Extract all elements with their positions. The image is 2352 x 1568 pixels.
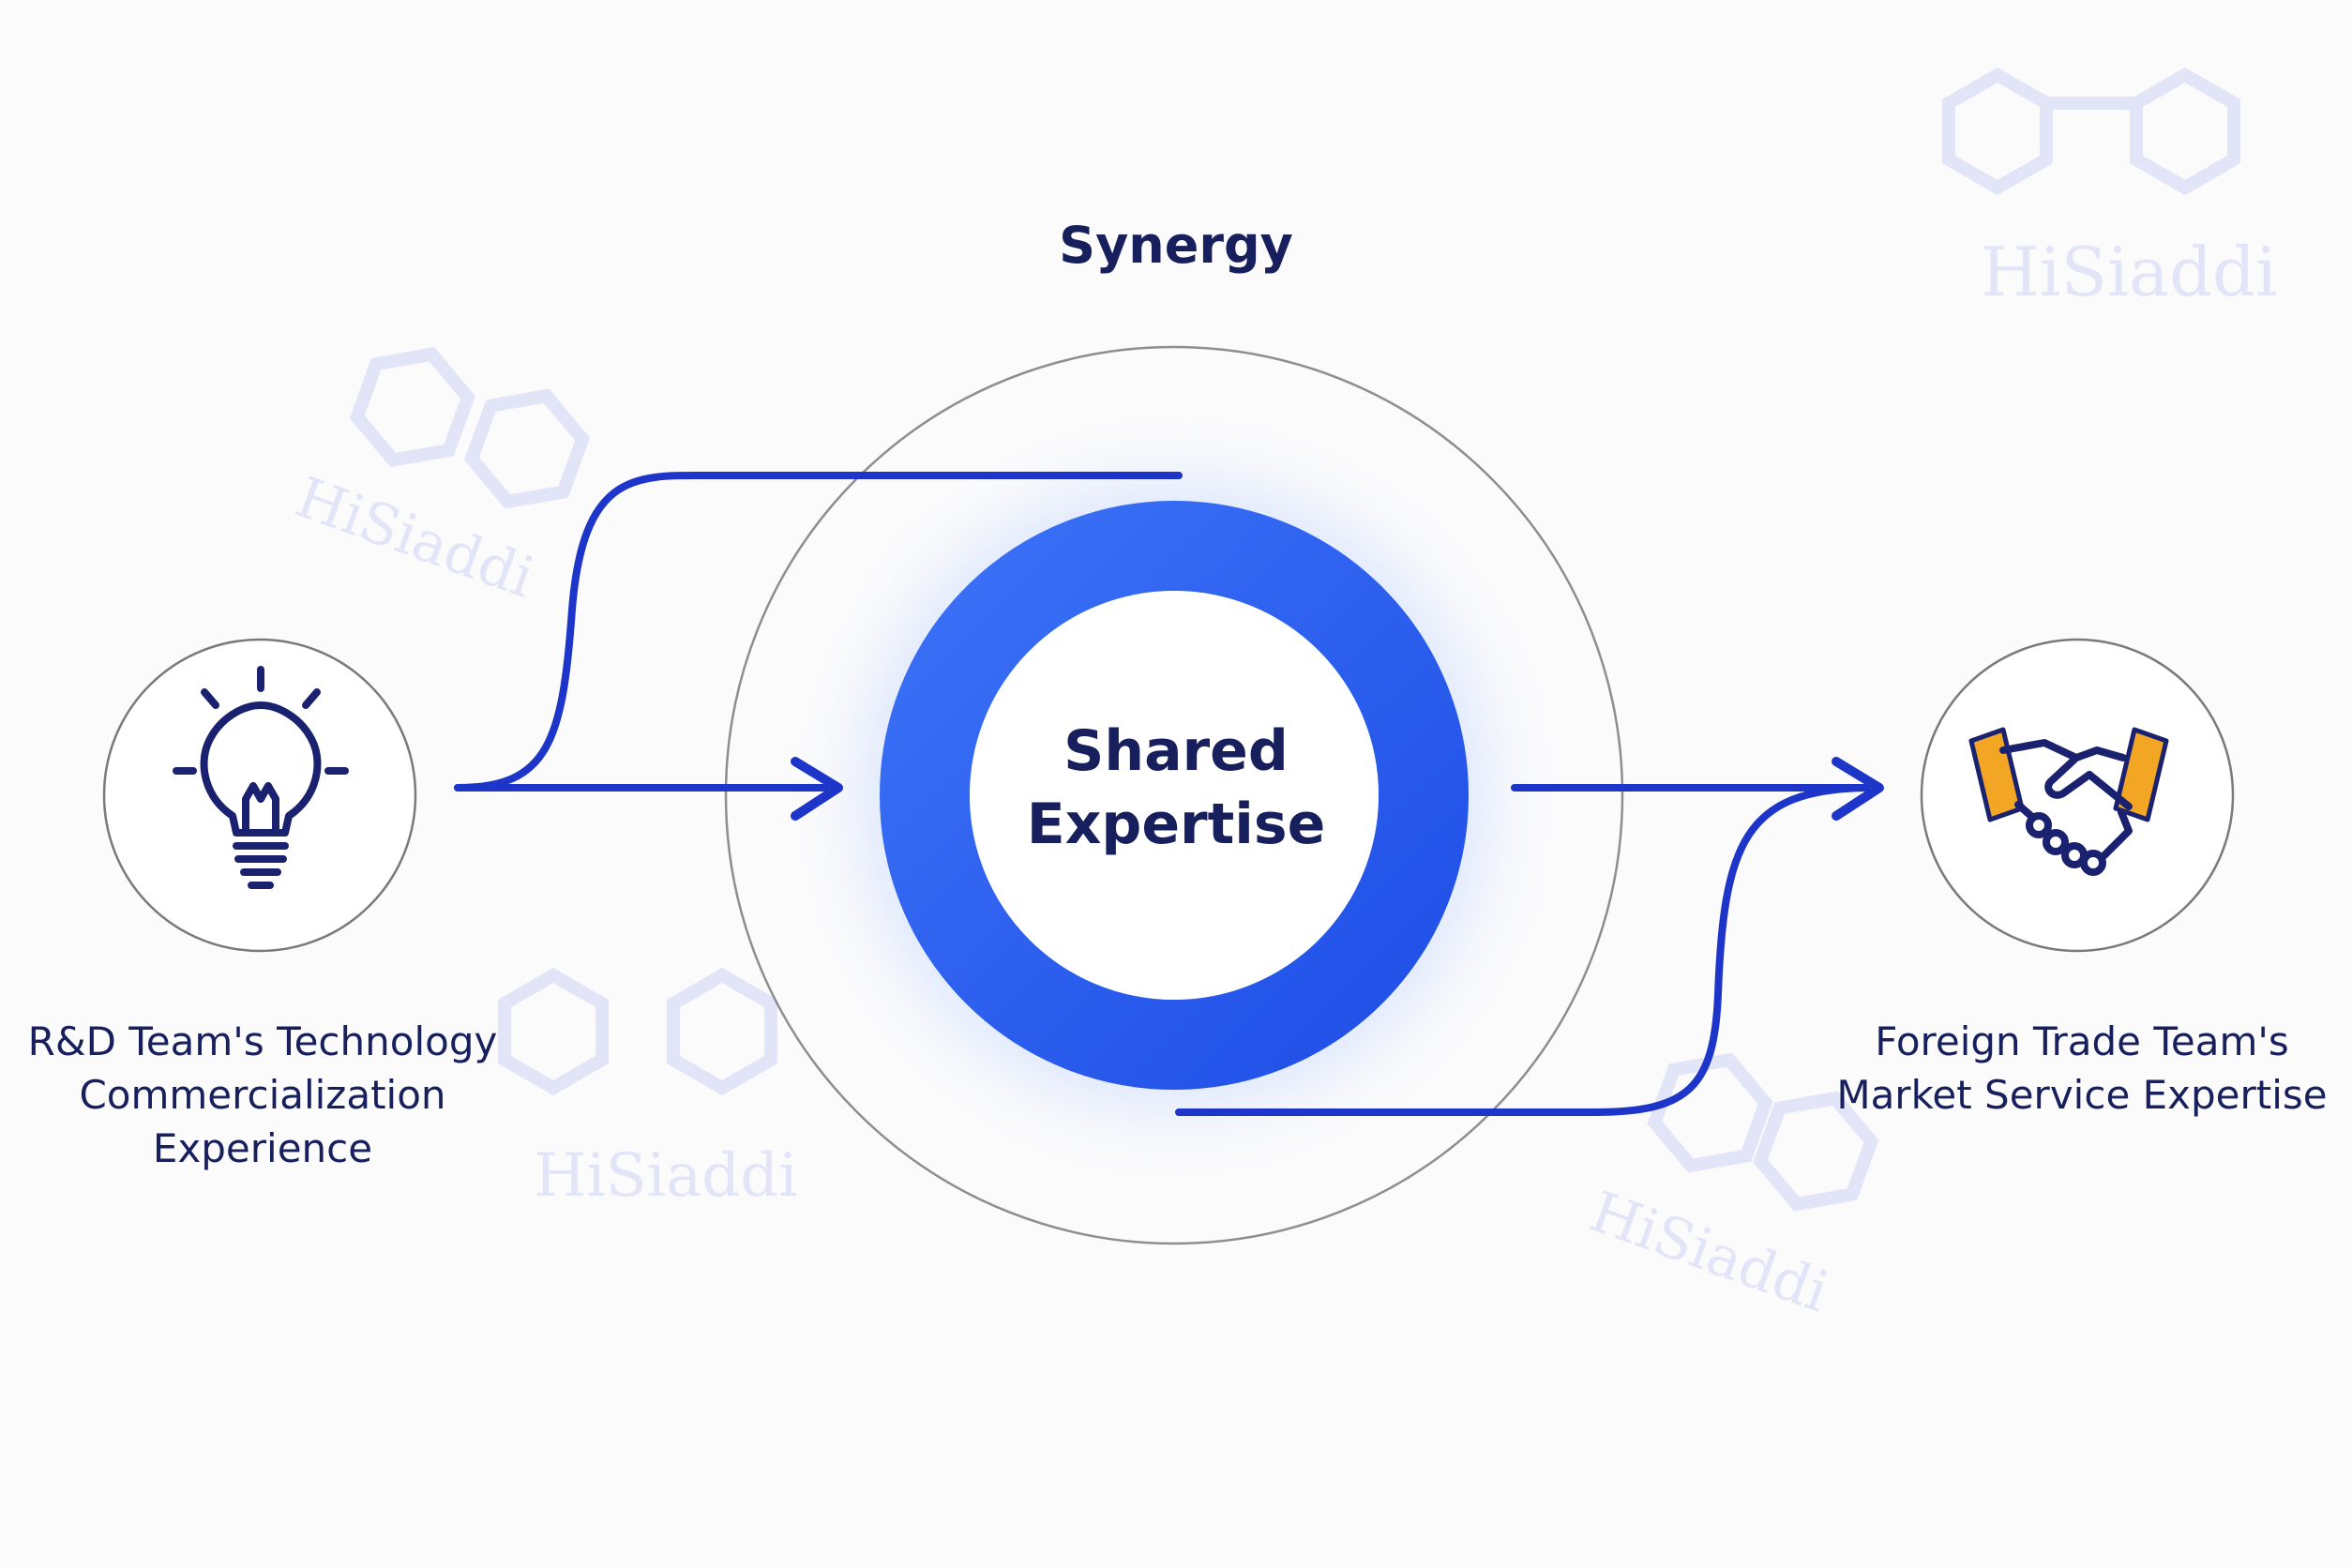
center-ring xyxy=(880,501,1469,1090)
center-label: Shared Expertise xyxy=(1026,718,1326,857)
right-node-label: Foreign Trade Team's Market Service Expe… xyxy=(1836,1018,2328,1118)
right-node-circle xyxy=(1920,638,2235,953)
left-arrow-head xyxy=(791,757,843,821)
lightbulb-icon xyxy=(173,666,349,889)
right-arrow-lower-path xyxy=(1175,784,1870,1116)
watermark-text-top-right: HiSiaddi xyxy=(1981,233,2277,311)
arrows xyxy=(454,471,1884,1116)
handshake-icon xyxy=(1968,727,2169,876)
watermark-logo-top-right: HiSiaddi xyxy=(1949,75,2277,311)
right-arrow-head xyxy=(1832,757,1884,821)
left-arrow-upper-path xyxy=(454,471,1183,792)
diagram-title: Synergy xyxy=(1059,216,1293,275)
outer-circle xyxy=(724,345,1624,1245)
watermark-logo-bottom-left: HiSiaddi xyxy=(505,975,798,1211)
watermark-logo-left: HiSiaddi xyxy=(288,328,593,611)
watermark-text-left: HiSiaddi xyxy=(288,464,543,611)
watermark-text-bottom-left: HiSiaddi xyxy=(534,1141,797,1211)
center-disc xyxy=(970,591,1379,1000)
left-node-label: R&D Team's Technology Commercialization … xyxy=(27,1018,498,1171)
